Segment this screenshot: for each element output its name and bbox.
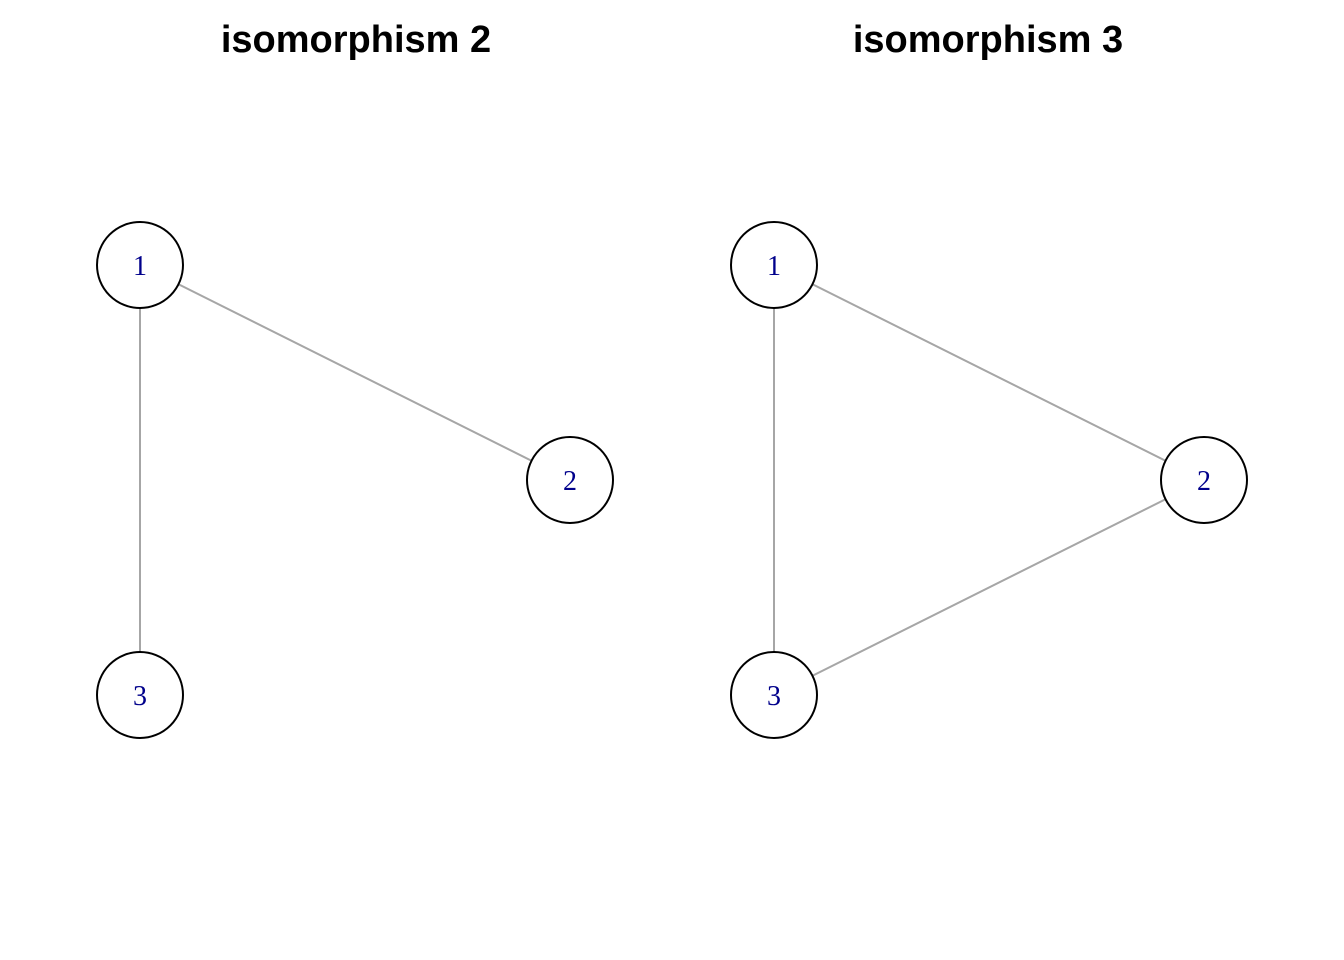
node-circle xyxy=(96,651,184,739)
edge-2-3 xyxy=(773,479,1205,696)
node-3: 3 xyxy=(730,651,818,739)
panel-title: isomorphism 2 xyxy=(221,19,491,61)
node-1: 1 xyxy=(730,221,818,309)
panel-isomorphism-3: isomorphism 3 1 2 3 xyxy=(730,19,1248,739)
node-circle xyxy=(96,221,184,309)
nodes: 1 2 3 xyxy=(730,221,1248,739)
nodes: 1 2 3 xyxy=(96,221,614,739)
node-label: 1 xyxy=(767,251,781,282)
node-label: 3 xyxy=(133,681,147,712)
edge-1-2 xyxy=(139,264,571,481)
panel-isomorphism-2: isomorphism 2 1 2 3 xyxy=(96,19,614,739)
node-circle xyxy=(730,651,818,739)
node-label: 2 xyxy=(563,466,577,497)
node-1: 1 xyxy=(96,221,184,309)
node-circle xyxy=(730,221,818,309)
edge-1-2 xyxy=(773,264,1205,481)
panel-title: isomorphism 3 xyxy=(853,19,1123,61)
node-label: 2 xyxy=(1197,466,1211,497)
node-circle xyxy=(1160,436,1248,524)
node-2: 2 xyxy=(1160,436,1248,524)
node-3: 3 xyxy=(96,651,184,739)
node-label: 1 xyxy=(133,251,147,282)
node-label: 3 xyxy=(767,681,781,712)
node-circle xyxy=(526,436,614,524)
edges xyxy=(773,264,1205,696)
edges xyxy=(139,264,571,695)
node-2: 2 xyxy=(526,436,614,524)
